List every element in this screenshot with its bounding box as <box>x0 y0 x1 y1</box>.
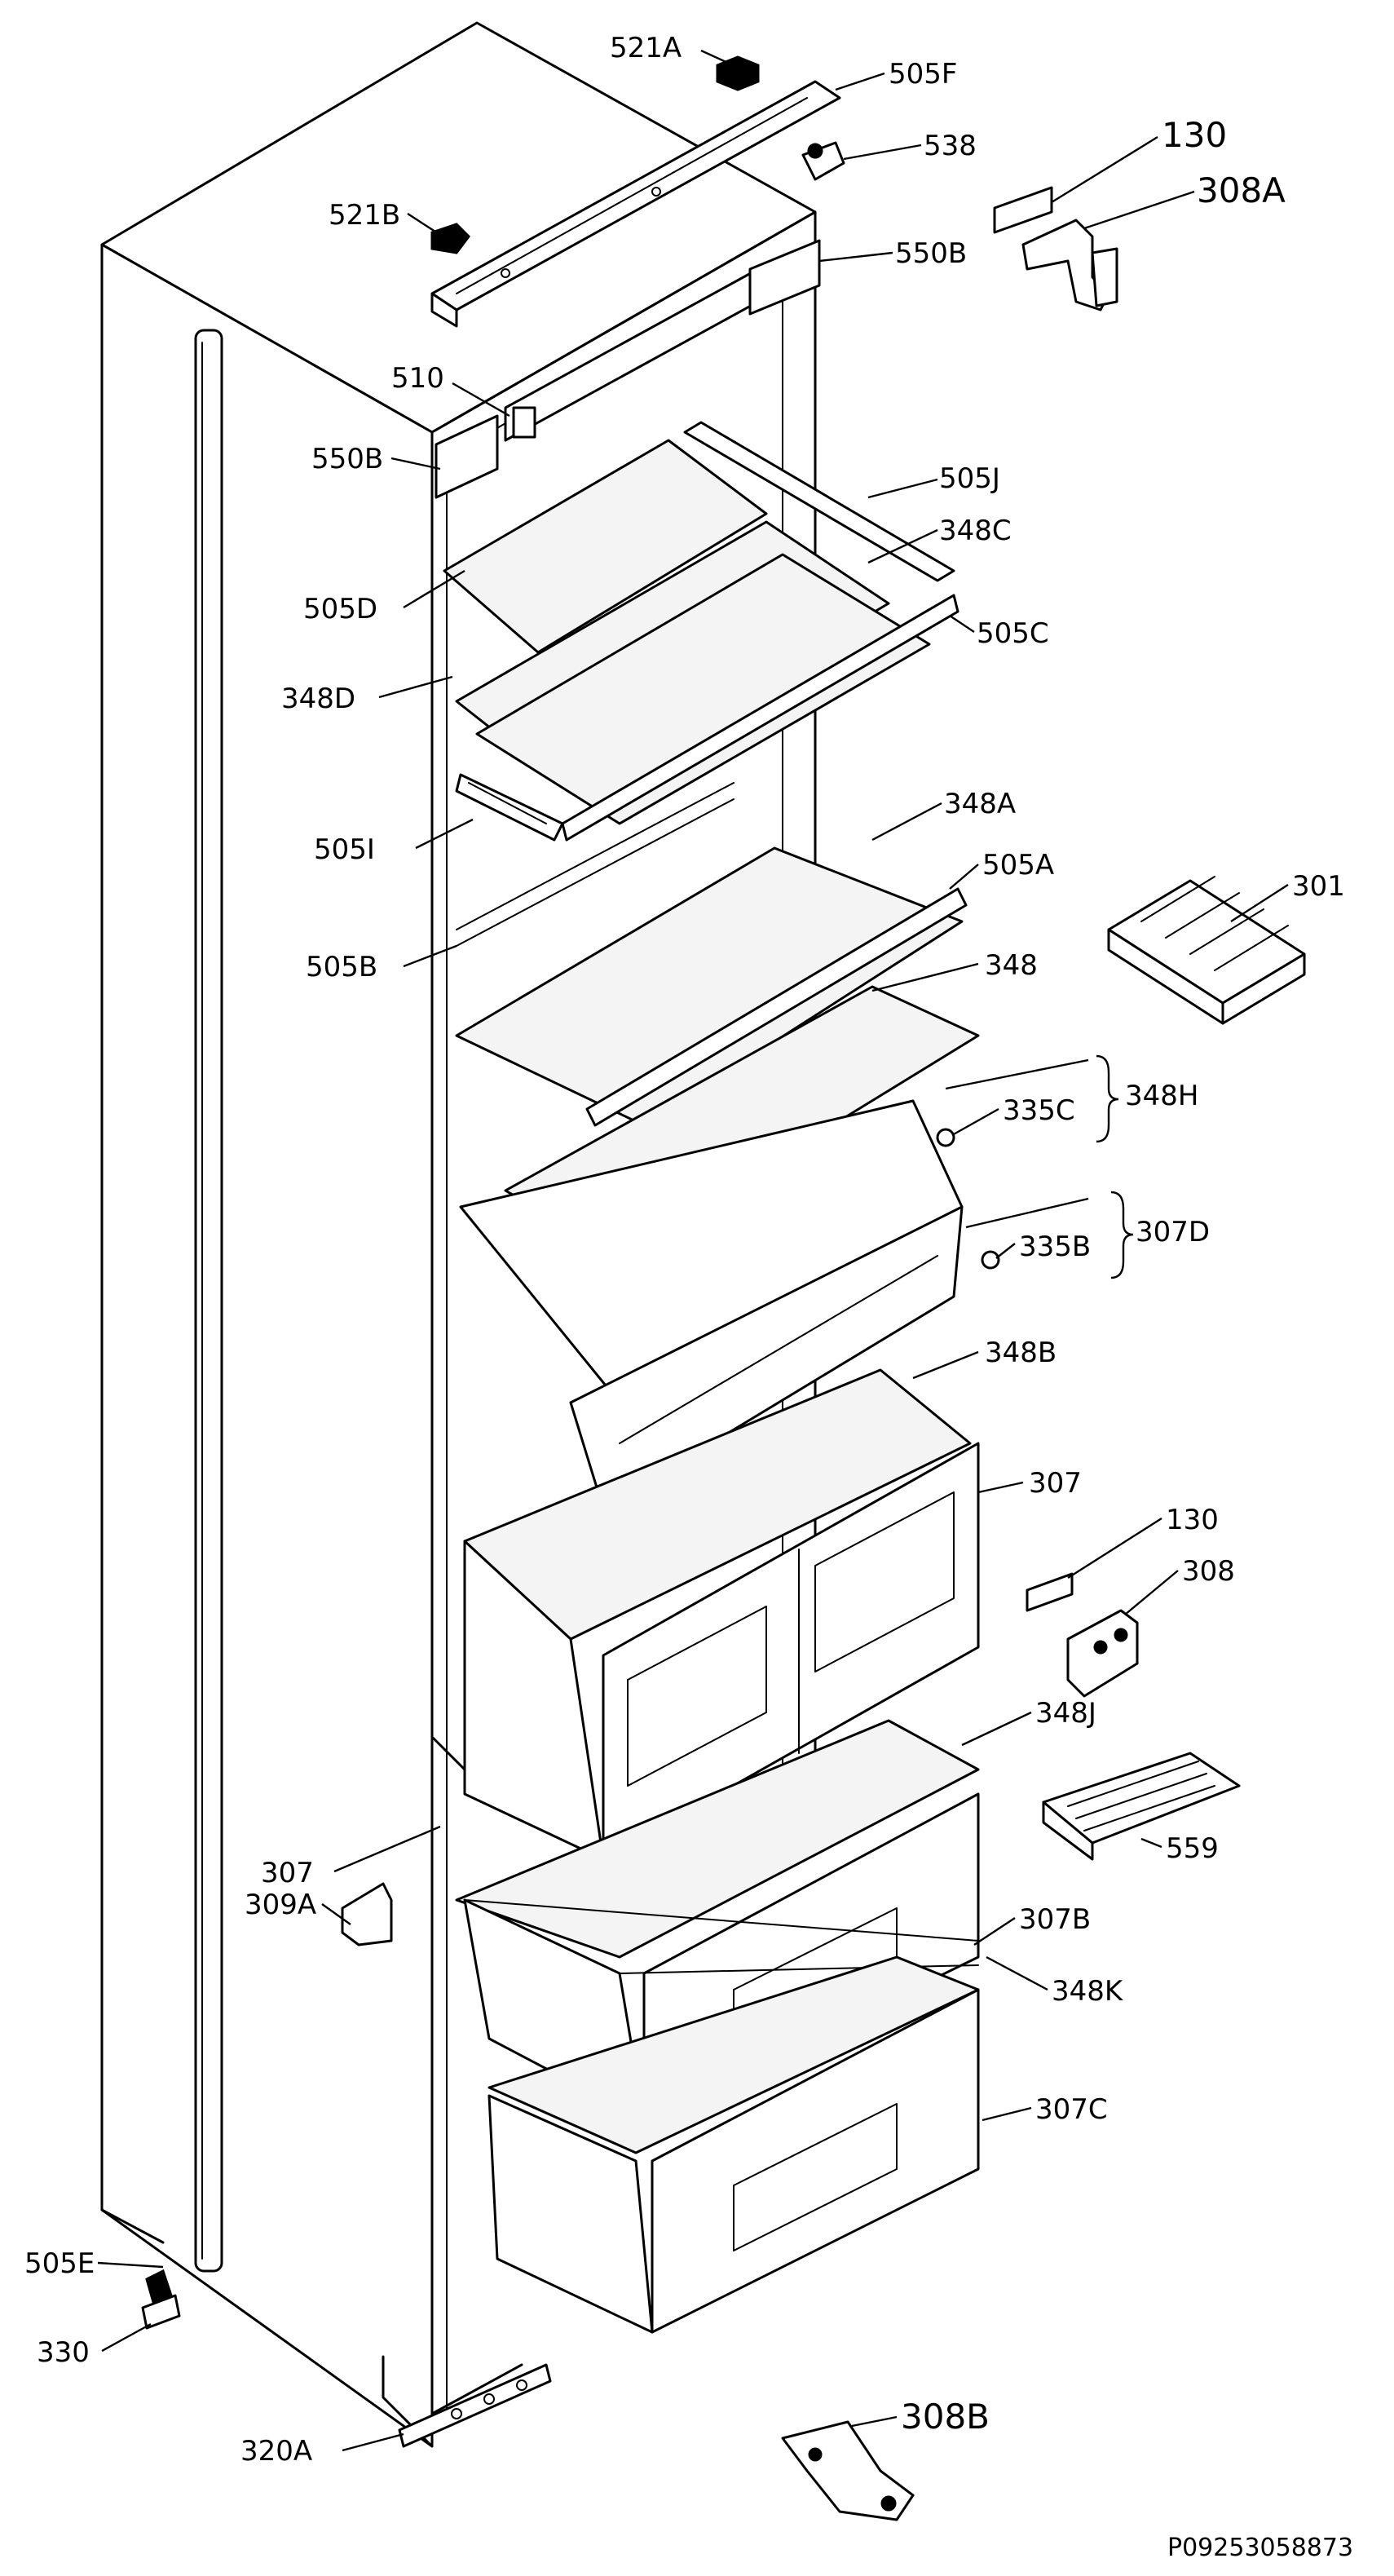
rail-505B <box>456 782 734 947</box>
label-505J: 505J <box>939 462 1000 495</box>
label-130-top: 130 <box>1162 115 1227 155</box>
nut-335C <box>936 1128 955 1147</box>
label-307-right: 307 <box>1029 1467 1082 1500</box>
label-559: 559 <box>1166 1832 1219 1865</box>
hinge-cap-521B <box>430 223 470 254</box>
label-307C: 307C <box>1035 2093 1108 2126</box>
label-348A: 348A <box>944 788 1016 820</box>
cabinet <box>100 21 817 2448</box>
brace-307D <box>1110 1191 1134 1279</box>
drawing-code: P09253058873 <box>1167 2534 1353 2562</box>
label-348B: 348B <box>985 1337 1057 1369</box>
ice-tray-301 <box>1107 876 1306 1025</box>
label-308: 308 <box>1182 1555 1235 1588</box>
freezer-drawer-307 <box>463 1442 980 1861</box>
label-510: 510 <box>391 362 444 395</box>
hinge-cap-521A <box>716 55 760 91</box>
pin-538 <box>801 141 845 181</box>
top-rail-505F <box>430 80 841 328</box>
label-330: 330 <box>37 2336 90 2369</box>
label-308B: 308B <box>901 2397 990 2437</box>
top-hinge-130-308A <box>993 186 1118 312</box>
label-308A: 308A <box>1197 170 1286 210</box>
label-521A: 521A <box>610 32 682 64</box>
shelf-348C <box>475 553 931 825</box>
rail-505A <box>585 887 968 1127</box>
label-505E: 505E <box>24 2247 95 2280</box>
drawer-307C <box>487 1955 980 2334</box>
label-348K: 348K <box>1052 1975 1124 2008</box>
label-307B: 307B <box>1019 1903 1091 1936</box>
nut-335B <box>981 1250 1000 1270</box>
part-labels: 521A 505F 538 130 308A 521B 550B 510 550… <box>24 32 1353 2562</box>
label-505A: 505A <box>982 849 1054 881</box>
label-550B-left: 550B <box>311 443 383 475</box>
drawer-307D <box>459 1099 964 1510</box>
label-309A: 309A <box>245 1889 316 1921</box>
label-320A: 320A <box>240 2435 312 2468</box>
label-521B: 521B <box>329 199 400 232</box>
cover-559 <box>1042 1752 1241 1861</box>
rail-505I <box>455 773 564 842</box>
leader-lines <box>97 49 1289 2452</box>
label-307-left: 307 <box>261 1857 314 1889</box>
label-348J: 348J <box>1035 1697 1096 1730</box>
cover-550B-right <box>748 239 821 316</box>
label-335B: 335B <box>1019 1231 1091 1263</box>
label-505I: 505I <box>314 833 375 866</box>
rail-505J <box>683 421 955 582</box>
hinge-308B <box>781 2420 915 2521</box>
cover-550B-left <box>435 414 499 499</box>
label-505B: 505B <box>306 951 377 983</box>
label-348: 348 <box>985 949 1038 982</box>
label-538: 538 <box>924 130 977 162</box>
label-348C: 348C <box>939 515 1012 547</box>
shelf-348A <box>455 846 964 1127</box>
clip-309A <box>341 1882 393 1946</box>
label-307D: 307D <box>1136 1216 1210 1248</box>
label-505F: 505F <box>889 58 957 91</box>
label-550B-right: 550B <box>895 237 967 270</box>
label-335C: 335C <box>1003 1094 1075 1127</box>
label-505C: 505C <box>977 617 1049 650</box>
label-301: 301 <box>1292 870 1345 903</box>
brace-348H <box>1096 1054 1119 1143</box>
bracket-320A <box>398 2363 552 2448</box>
foot-330 <box>141 2269 181 2330</box>
label-348H: 348H <box>1125 1080 1198 1112</box>
label-505D: 505D <box>303 593 377 625</box>
label-348D: 348D <box>281 683 355 715</box>
hinge-308 <box>1066 1609 1139 1698</box>
label-130-mid: 130 <box>1166 1504 1219 1536</box>
shelf-348J <box>455 1719 980 1959</box>
hinge-130-mid <box>1026 1572 1074 1612</box>
rail-505C <box>561 594 959 842</box>
